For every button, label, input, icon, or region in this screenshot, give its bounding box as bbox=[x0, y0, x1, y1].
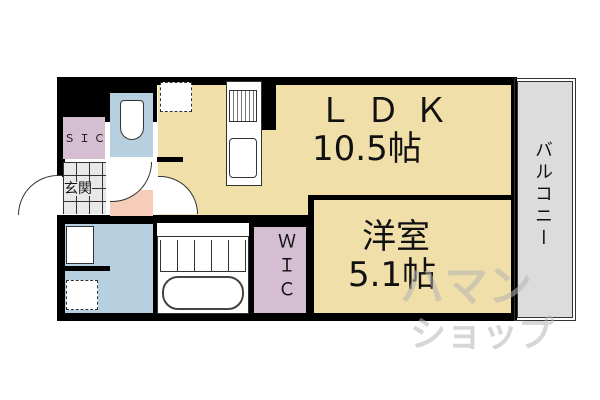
watermark-line1: ハマン bbox=[400, 261, 532, 312]
ceiling-storage-icon bbox=[160, 82, 192, 112]
western-room bbox=[314, 200, 511, 313]
outer-wall-top bbox=[57, 77, 517, 85]
entrance-label: 玄関 bbox=[64, 181, 92, 197]
outer-wall-right bbox=[511, 77, 517, 321]
sic-label: ＳＩＣ bbox=[64, 132, 109, 145]
balcony-area bbox=[514, 78, 576, 321]
wic-room bbox=[254, 227, 306, 313]
western-size: 5.1帖 bbox=[348, 255, 437, 295]
western-name: 洋室 bbox=[362, 217, 430, 257]
balcony-label: バルコニー bbox=[532, 140, 553, 250]
washroom-partition bbox=[65, 266, 110, 271]
bath-floor-tiles bbox=[160, 240, 246, 272]
ldk-partition-left bbox=[157, 157, 183, 162]
bath-wall-top bbox=[150, 215, 250, 223]
sink-icon bbox=[229, 138, 257, 178]
ldk-size: 10.5帖 bbox=[312, 129, 422, 169]
wic-label: ＷＩＣ bbox=[275, 232, 296, 304]
watermark-line2: ショップ bbox=[410, 314, 555, 355]
shoe-closet bbox=[63, 117, 105, 159]
entrance-door bbox=[18, 175, 62, 215]
stove-icon bbox=[229, 90, 257, 122]
ldk-name: ＬＤＫ bbox=[318, 91, 462, 131]
washer-space-icon bbox=[66, 280, 98, 310]
outer-wall-left-upper bbox=[57, 77, 65, 177]
kitchen-wall bbox=[262, 85, 276, 130]
western-wall-top bbox=[308, 195, 511, 200]
toilet-icon bbox=[120, 100, 144, 140]
outer-wall-bottom bbox=[57, 313, 517, 321]
washbasin-icon bbox=[66, 226, 94, 264]
bathtub-icon bbox=[162, 276, 244, 310]
